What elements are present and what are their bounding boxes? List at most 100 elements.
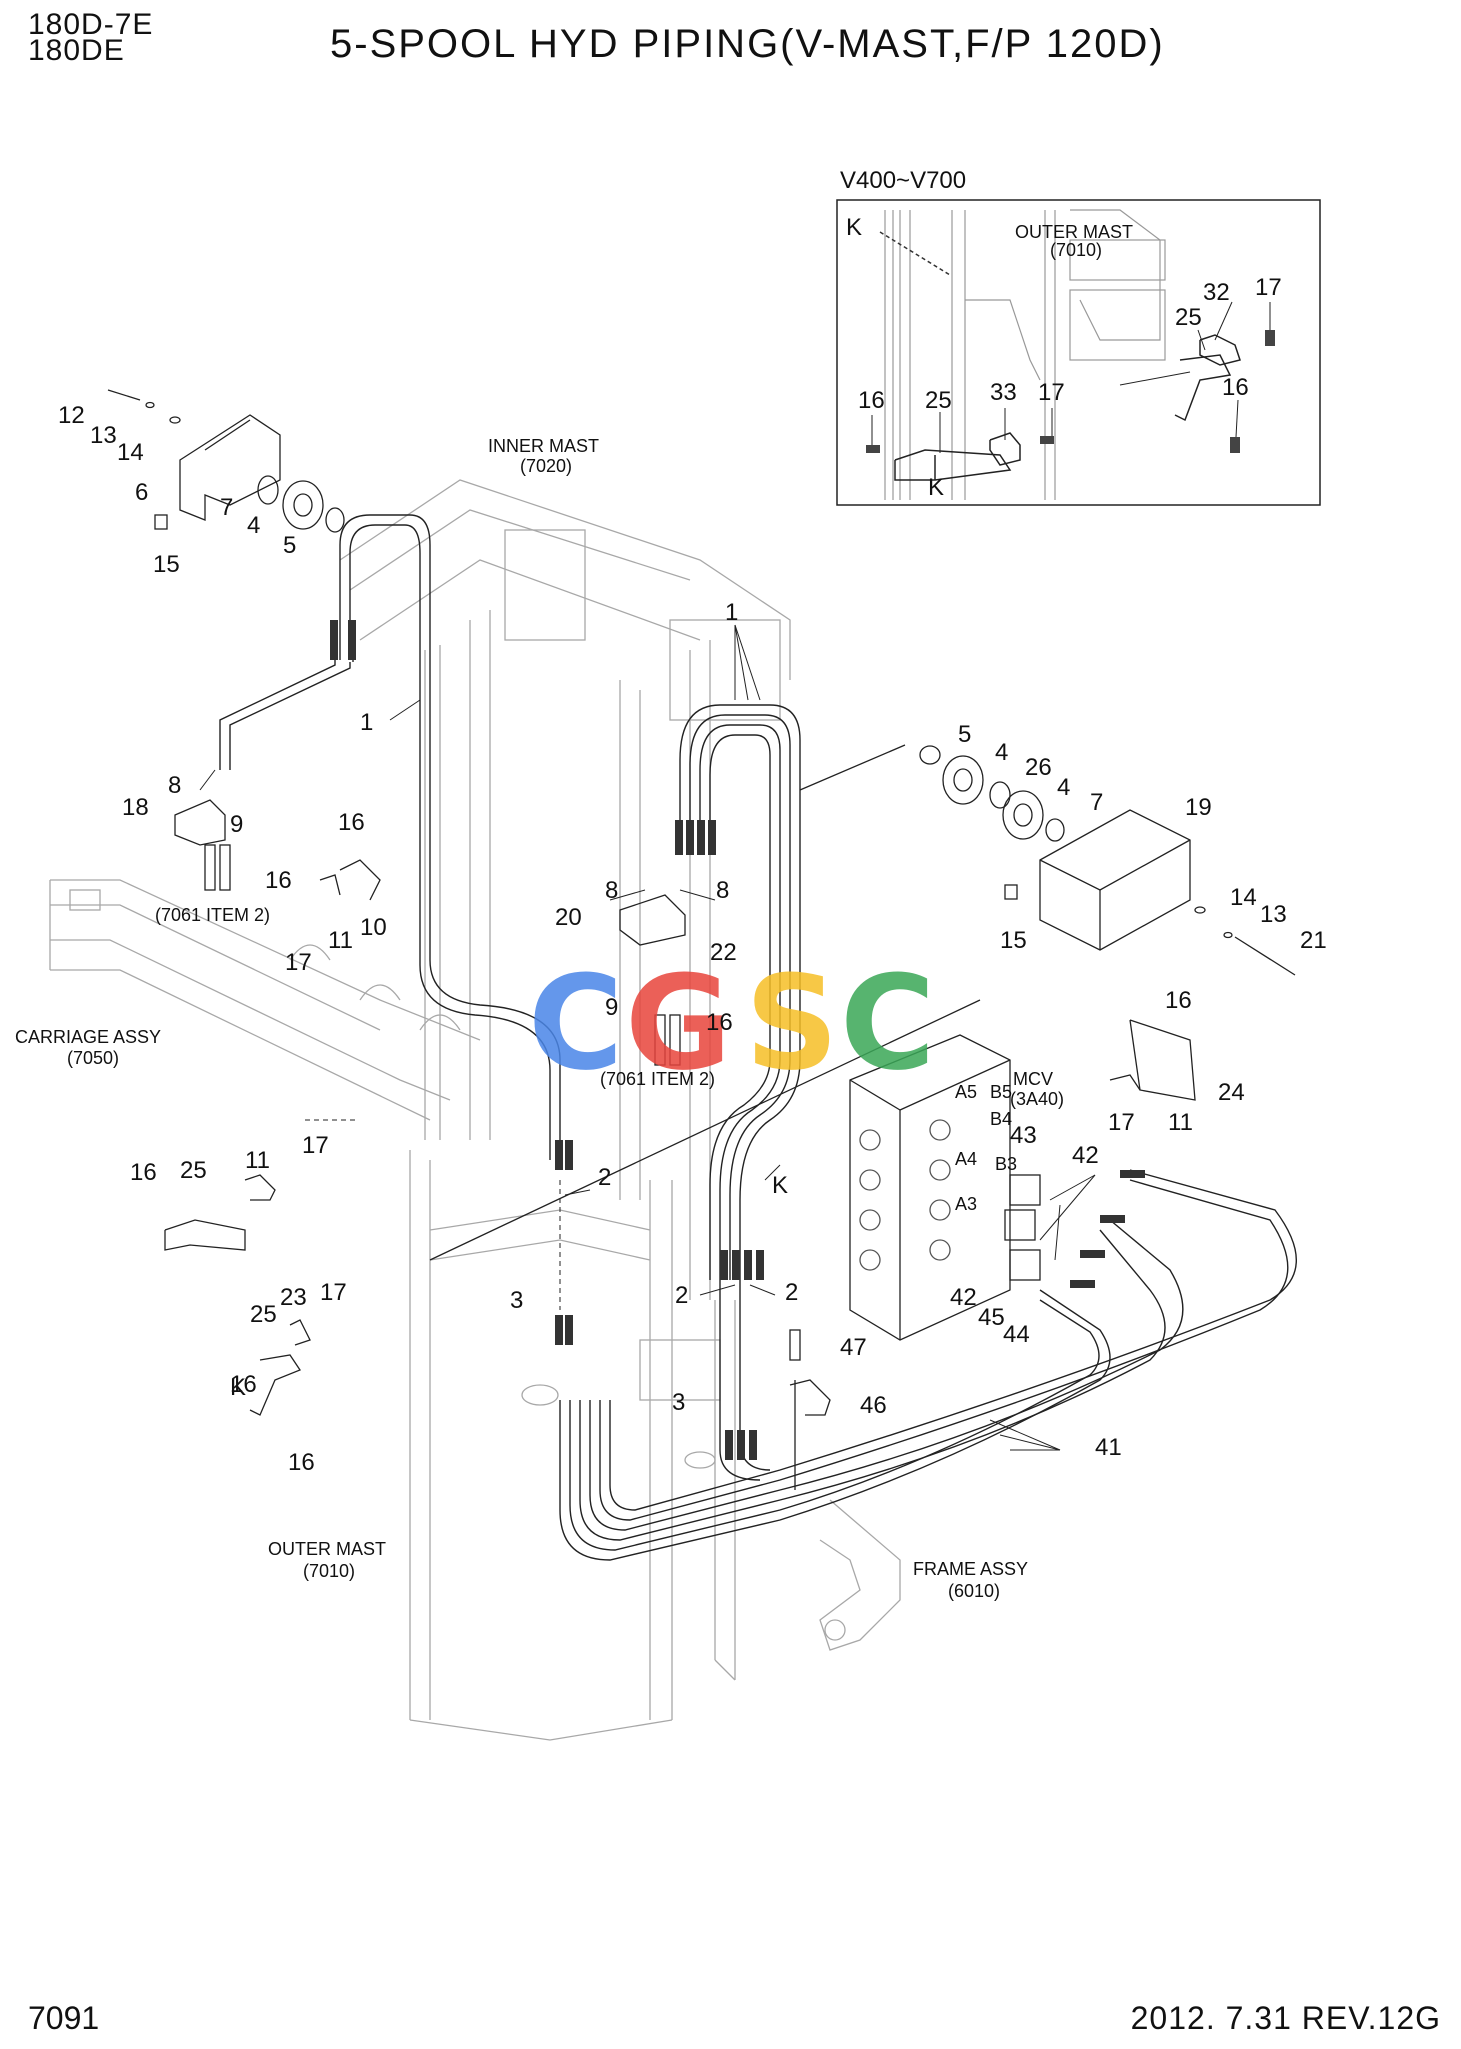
callout: 7 bbox=[1090, 789, 1103, 816]
callout: 15 bbox=[1000, 927, 1027, 954]
inset-title: V400~V700 bbox=[840, 167, 966, 194]
revision-date: 2012. 7.31 REV.12G bbox=[1130, 2000, 1441, 2036]
watermark-letter-3: S bbox=[745, 947, 839, 1099]
inset-callout: 17 bbox=[1038, 379, 1065, 406]
page-number: 7091 bbox=[28, 2000, 100, 2036]
inset-callout: 16 bbox=[1222, 374, 1249, 401]
callout: 43 bbox=[1010, 1122, 1037, 1149]
callout: 15 bbox=[153, 551, 180, 578]
label-carriage-assy: CARRIAGE ASSY bbox=[15, 1027, 161, 1047]
callout: 2 bbox=[675, 1282, 688, 1309]
callout: 9 bbox=[605, 994, 618, 1021]
inset-callout: 33 bbox=[990, 379, 1017, 406]
callout: 5 bbox=[283, 532, 296, 559]
callout: 16 bbox=[288, 1449, 315, 1476]
callout: 8 bbox=[168, 772, 181, 799]
label-carriage-code: (7050) bbox=[67, 1048, 119, 1068]
callout: 8 bbox=[716, 877, 729, 904]
mcv-port-a3: A3 bbox=[955, 1194, 977, 1214]
watermark-letter-4: C bbox=[840, 947, 935, 1099]
mast-outline bbox=[49, 479, 901, 1741]
mcv-port-b3: B3 bbox=[995, 1154, 1017, 1174]
callout: 17 bbox=[320, 1279, 347, 1306]
label-outer-mast-code: (7010) bbox=[303, 1561, 355, 1581]
callout: 8 bbox=[605, 877, 618, 904]
callout-numbers: 12 13 14 6 7 4 5 15 1 1 8 18 9 16 16 10 … bbox=[58, 214, 1327, 1476]
callout: 3 bbox=[672, 1389, 685, 1416]
inset-callout: 25 bbox=[925, 387, 952, 414]
callout: 22 bbox=[710, 939, 737, 966]
callout-k-left: K bbox=[230, 1374, 246, 1401]
inset-callout: 16 bbox=[858, 387, 885, 414]
callout: 16 bbox=[265, 867, 292, 894]
callout: 44 bbox=[1003, 1321, 1030, 1348]
callout: 26 bbox=[1025, 754, 1052, 781]
model-number-primary: 180D-7E bbox=[28, 8, 154, 41]
watermark-letter-2: G bbox=[625, 947, 732, 1099]
callout: 3 bbox=[510, 1287, 523, 1314]
callout: 11 bbox=[1168, 1109, 1193, 1136]
label-ref-item-center: (7061 ITEM 2) bbox=[600, 1069, 715, 1089]
callout: 5 bbox=[958, 721, 971, 748]
mcv-port-a4: A4 bbox=[955, 1149, 977, 1169]
pulley-bracket-right bbox=[799, 744, 1296, 976]
label-ref-item-left: (7061 ITEM 2) bbox=[155, 905, 270, 925]
callout: 1 bbox=[360, 709, 373, 736]
callout: 41 bbox=[1095, 1434, 1122, 1461]
callout: 4 bbox=[247, 512, 260, 539]
callout: 19 bbox=[1185, 794, 1212, 821]
label-mcv: MCV bbox=[1013, 1069, 1053, 1089]
callout: 16 bbox=[338, 809, 365, 836]
callout: 6 bbox=[135, 479, 148, 506]
brackets-misc bbox=[164, 799, 1196, 1490]
callout: 42 bbox=[950, 1284, 977, 1311]
model-number-secondary: 180DE bbox=[28, 34, 125, 67]
callout: 10 bbox=[360, 914, 387, 941]
callout: 12 bbox=[58, 402, 85, 429]
callout: 17 bbox=[302, 1132, 329, 1159]
callout: 13 bbox=[1260, 901, 1287, 928]
inset-frame bbox=[836, 199, 1321, 506]
label-outer-mast: OUTER MAST bbox=[268, 1539, 386, 1559]
mcv-port-b5: B5 bbox=[990, 1082, 1012, 1102]
leader-lines bbox=[199, 624, 1096, 1451]
callout: 11 bbox=[328, 927, 353, 954]
callout: 4 bbox=[995, 739, 1008, 766]
hose-fittings bbox=[330, 620, 1145, 1460]
inset-callout: K bbox=[928, 474, 944, 501]
label-inner-mast: INNER MAST bbox=[488, 436, 599, 456]
inset-callout: 25 bbox=[1175, 304, 1202, 331]
label-mcv-code: (3A40) bbox=[1010, 1089, 1064, 1109]
inset-callout: K bbox=[846, 214, 862, 241]
mcv-port-a5: A5 bbox=[955, 1082, 977, 1102]
callout: 42 bbox=[1072, 1142, 1099, 1169]
callout-k-center: K bbox=[772, 1172, 788, 1199]
callout: 16 bbox=[230, 1371, 257, 1398]
callout: 47 bbox=[840, 1334, 867, 1361]
inset-callout: 32 bbox=[1203, 279, 1230, 306]
callout: 20 bbox=[555, 904, 582, 931]
callout: 45 bbox=[978, 1304, 1005, 1331]
mcv-port-b4: B4 bbox=[990, 1109, 1012, 1129]
label-frame-code: (6010) bbox=[948, 1581, 1000, 1601]
callout: 9 bbox=[230, 811, 243, 838]
callout: 14 bbox=[1230, 884, 1257, 911]
callout: 2 bbox=[785, 1279, 798, 1306]
callout: 17 bbox=[1108, 1109, 1135, 1136]
watermark-letter-1: C bbox=[528, 947, 623, 1099]
inset-outer-mast-label: OUTER MAST bbox=[1015, 222, 1133, 242]
callout: 25 bbox=[250, 1301, 277, 1328]
inset-outer-mast-code: (7010) bbox=[1050, 240, 1102, 260]
callout: 23 bbox=[280, 1284, 307, 1311]
callout: 14 bbox=[117, 439, 144, 466]
inset-callout: 17 bbox=[1255, 274, 1282, 301]
callout: 16 bbox=[1165, 987, 1192, 1014]
label-frame-assy: FRAME ASSY bbox=[913, 1559, 1028, 1579]
callout: 46 bbox=[860, 1392, 887, 1419]
callout: 18 bbox=[122, 794, 149, 821]
callout: 2 bbox=[598, 1164, 611, 1191]
callout: 4 bbox=[1057, 774, 1070, 801]
watermark-logo: C G S C bbox=[528, 947, 935, 1099]
callout: 7 bbox=[220, 494, 233, 521]
